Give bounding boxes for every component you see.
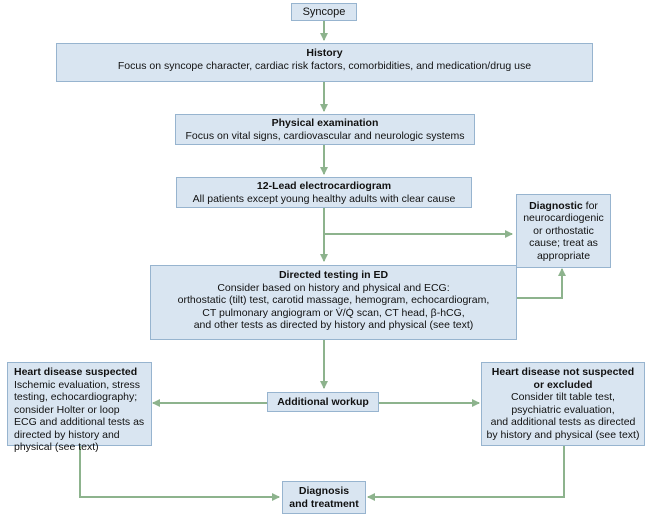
diagnostic-title: Diagnostic [529,199,583,212]
heart-disease-suspected-title: Heart disease suspected [14,366,138,378]
history-body: Focus on syncope character, cardiac risk… [117,59,532,72]
ecg-body: All patients except young healthy adults… [192,192,456,205]
diagnostic-text: Diagnostic for neurocardiogenic or ortho… [521,200,606,263]
syncope-label: Syncope [302,5,346,18]
syncope-node: Syncope [291,3,357,21]
diagnosis-title-1: Diagnosis [298,485,350,497]
diagnosis-node: Diagnosis and treatment [282,481,366,514]
ecg-title: 12-Lead electrocardiogram [256,180,392,192]
heart-disease-not-suspected-line-2: psychiatric evaluation, [511,403,615,416]
directed-testing-line-3: CT pulmonary angiogram or V̇/Q̇ scan, CT… [202,306,465,319]
directed-testing-line-4: and other tests as directed by history a… [193,319,474,331]
diagnostic-node: Diagnostic for neurocardiogenic or ortho… [516,194,611,268]
diagnosis-title-2: and treatment [289,497,359,510]
heart-disease-not-suspected-title-1: Heart disease not suspected [491,366,635,378]
heart-disease-suspected-node: Heart disease suspected Ischemic evaluat… [7,362,152,453]
arrow-heart-not-suspected-diagnosis [367,446,565,501]
physical-exam-body: Focus on vital signs, cardiovascular and… [185,129,465,142]
directed-testing-line-2: orthostatic (tilt) test, carotid massage… [177,294,490,306]
arrow-heart-suspected-diagnosis [79,446,280,501]
heart-disease-not-suspected-line-3: and additional tests as directed [490,416,636,428]
heart-disease-not-suspected-line-1: Consider tilt table test, [511,391,615,403]
history-title: History [306,47,343,59]
history-node: History Focus on syncope character, card… [56,43,593,82]
arrow-directed-diagnostic [517,268,566,299]
heart-disease-suspected-body: Ischemic evaluation, stress testing, ech… [14,378,145,454]
diagnostic-body: for neurocardiogenic or orthostatic caus… [523,199,604,262]
directed-testing-title: Directed testing in ED [278,269,389,281]
physical-exam-title: Physical examination [271,117,379,129]
additional-workup-title: Additional workup [277,395,369,408]
ecg-node: 12-Lead electrocardiogram All patients e… [176,177,472,208]
heart-disease-not-suspected-title-2: or excluded [533,378,593,391]
directed-testing-line-1: Consider based on history and physical a… [217,281,450,294]
additional-workup-node: Additional workup [267,392,379,412]
directed-testing-node: Directed testing in ED Consider based on… [150,265,517,340]
physical-exam-node: Physical examination Focus on vital sign… [175,114,475,145]
heart-disease-not-suspected-node: Heart disease not suspected or excluded … [481,362,645,446]
heart-disease-not-suspected-line-4: by history and physical (see text) [486,428,640,441]
